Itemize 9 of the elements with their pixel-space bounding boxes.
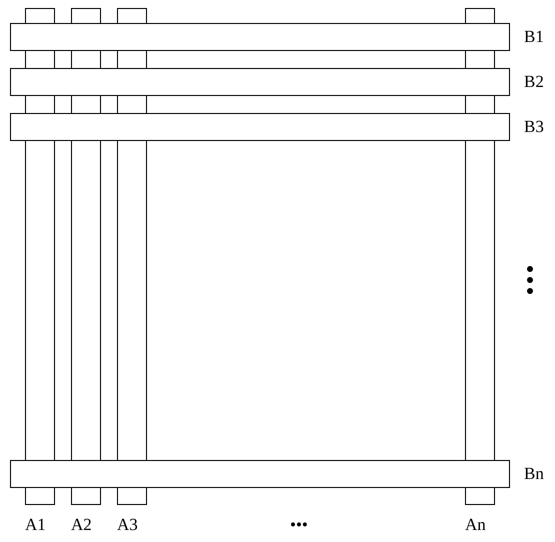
bar-label: B2 xyxy=(524,72,544,92)
bar-label: B1 xyxy=(524,27,544,47)
bar-label: A3 xyxy=(117,515,138,535)
bar-label: An xyxy=(465,515,486,535)
bar-label: Bn xyxy=(524,464,544,484)
bar-label: B3 xyxy=(524,117,544,137)
bar-label: A2 xyxy=(71,515,92,535)
bar-label: A1 xyxy=(25,515,46,535)
ellipsis: ••• xyxy=(290,515,308,535)
